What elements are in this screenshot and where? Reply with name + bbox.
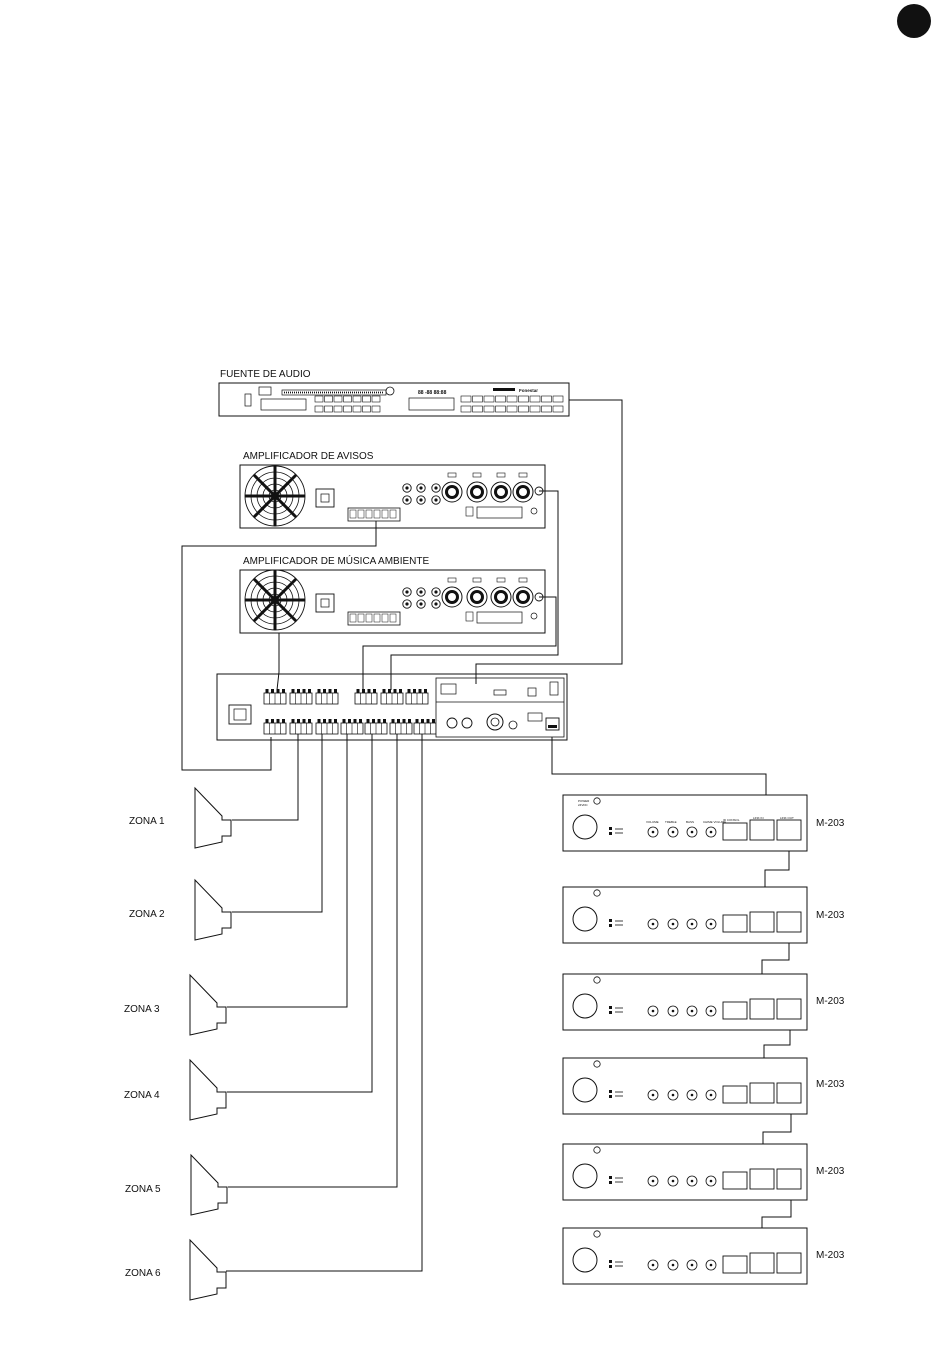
zone-label: ZONA 4 (124, 1090, 160, 1101)
audio-source-button (519, 406, 529, 412)
audio-source-button (542, 406, 552, 412)
speaker-icon (190, 975, 226, 1035)
remote-model: M-203 (816, 1079, 845, 1090)
audio-source-button (530, 406, 540, 412)
audio-source-display: 88 -88 88:88 (418, 390, 447, 396)
speaker-icon (190, 1240, 226, 1300)
audio-source-unit: 88 -88 88:88 Fonestar (219, 383, 569, 416)
zone-6: ZONA 6 (125, 1240, 226, 1300)
remote-panel-5: M-203 (563, 1144, 845, 1200)
paging-amp-title: AMPLIFICADOR DE AVISOS (243, 451, 374, 462)
audio-source-button (553, 396, 563, 402)
audio-source-button (363, 396, 371, 402)
remote-model: M-203 (816, 996, 845, 1007)
audio-source-brand: Fonestar (519, 388, 538, 393)
speaker-icon (195, 880, 231, 940)
audio-source-button (372, 406, 380, 412)
remote-panel-6: M-203 (563, 1228, 845, 1284)
link-in-label: LINK IN (753, 816, 764, 820)
audio-source-button (315, 406, 323, 412)
audio-source-title: FUENTE DE AUDIO (220, 369, 311, 380)
audio-source-button (542, 396, 552, 402)
audio-source-button (372, 396, 380, 402)
zone-1: ZONA 1 (129, 788, 231, 848)
audio-source-button (353, 396, 361, 402)
zone-label: ZONA 1 (129, 816, 165, 827)
remote-model: M-203 (816, 1166, 845, 1177)
link-out-label: LINK OUT (780, 816, 794, 820)
remote-model: M-203 (816, 818, 845, 829)
audio-source-button (473, 396, 483, 402)
audio-source-button (334, 406, 342, 412)
audio-source-button (363, 406, 371, 412)
audio-source-button (344, 406, 352, 412)
speaker-icon (191, 1155, 227, 1215)
audio-source-button (484, 406, 494, 412)
audio-source-button (553, 406, 563, 412)
remote-panel-3: M-203 (563, 974, 845, 1030)
audio-source-button (530, 396, 540, 402)
zone-4: ZONA 4 (124, 1060, 226, 1120)
zone-label: ZONA 5 (125, 1184, 161, 1195)
audio-source-button (507, 396, 517, 402)
zone-3: ZONA 3 (124, 975, 226, 1035)
zone-controller-unit (217, 674, 567, 740)
ambient-amp-title: AMPLIFICADOR DE MÚSICA AMBIENTE (243, 554, 429, 567)
audio-source-button (519, 396, 529, 402)
audio-source-button (496, 406, 506, 412)
zone-label: ZONA 3 (124, 1004, 160, 1015)
audio-source-button (507, 406, 517, 412)
remote-model: M-203 (816, 1250, 845, 1261)
speaker-icon (195, 788, 231, 848)
page-marker-dot (897, 4, 931, 38)
control-label: ID CONSOL (723, 818, 740, 822)
remote-panel-4: M-203 (563, 1058, 845, 1114)
remote-panel-2: M-203 (563, 887, 845, 943)
treble-label: TREBLE (665, 820, 677, 824)
bass-label: BASS (686, 820, 694, 824)
zone-5: ZONA 5 (125, 1155, 227, 1215)
audio-source-button (325, 396, 333, 402)
audio-source-button (496, 396, 506, 402)
paging-amp-unit (240, 465, 545, 528)
zone-2: ZONA 2 (129, 880, 231, 940)
volts-label: 24VDC (578, 803, 589, 807)
audio-source-button (484, 396, 494, 402)
remote-model: M-203 (816, 910, 845, 921)
audio-source-button (334, 396, 342, 402)
zone-label: ZONA 6 (125, 1268, 161, 1279)
audio-source-button (315, 396, 323, 402)
volume-label: VOLUME (646, 820, 659, 824)
zone-label: ZONA 2 (129, 909, 165, 920)
audio-source-button (461, 406, 471, 412)
audio-source-button (473, 406, 483, 412)
ambient-amp-unit (240, 570, 545, 633)
audio-source-button (353, 406, 361, 412)
audio-source-button (325, 406, 333, 412)
audio-source-button (461, 396, 471, 402)
audio-source-button (344, 396, 352, 402)
speaker-icon (190, 1060, 226, 1120)
